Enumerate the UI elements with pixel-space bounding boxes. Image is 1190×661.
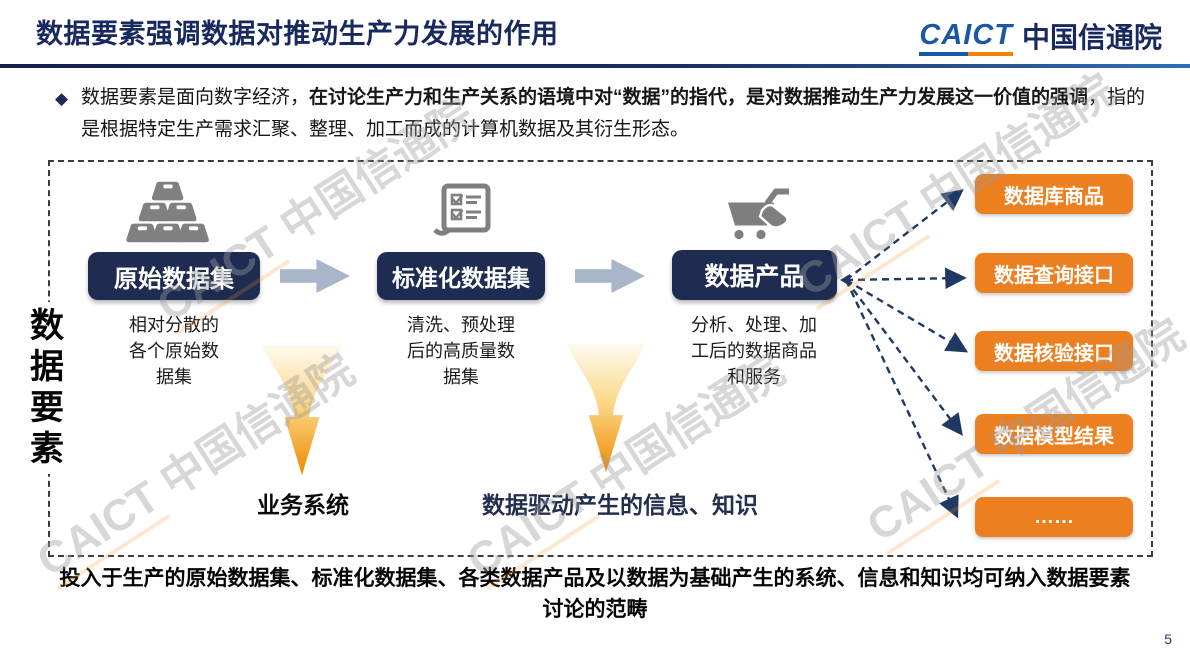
gold-ingots-icon [126, 181, 209, 243]
caict-logo: CAICT 中国信通院 [919, 16, 1162, 56]
stage-desc-standardized-dataset: 清洗、预处理后的高质量数据集 [407, 315, 515, 387]
caict-logo-cn-name: 中国信通院 [1021, 22, 1162, 53]
intro-tail: ，指的是根据特定生产需求汇聚、整理、加工而成的计算机数据及其衍生形态。 [81, 87, 1146, 140]
funnel-arrow-icon [261, 345, 343, 476]
intro-lead: 数据要素是面向数字经济， [81, 87, 310, 108]
page-number: 5 [1164, 631, 1172, 647]
output-box-model-result: 数据模型结果 [975, 414, 1133, 454]
output-box-more: …… [975, 497, 1133, 537]
funnel-arrow-icon [566, 344, 646, 473]
label-business-systems: 业务系统 [257, 492, 349, 518]
output-box-database-product: 数据库商品 [975, 174, 1133, 214]
dashed-fanout-arrows [840, 189, 969, 519]
diamond-bullet-icon: ◆ [55, 89, 69, 108]
label-data-driven-info: 数据驱动产生的信息、知识 [482, 492, 758, 518]
shopping-cart-icon [728, 188, 789, 240]
intro-text: 数据要素是面向数字经济，在讨论生产力和生产关系的语境中对“数据”的指代，是对数据… [55, 82, 1155, 146]
stage-box-standardized-dataset: 标准化数据集 [377, 252, 545, 300]
intro-paragraph: ◆ 数据要素是面向数字经济，在讨论生产力和生产关系的语境中对“数据”的指代，是对… [55, 82, 1155, 146]
side-label-data-elements: 数据要素 [26, 302, 68, 474]
page-title: 数据要素强调数据对推动生产力发展的作用 [36, 19, 559, 49]
output-box-query-api: 数据查询接口 [975, 253, 1133, 293]
output-box-verify-api: 数据核验接口 [975, 331, 1133, 371]
bottom-caption: 投入于生产的原始数据集、标准化数据集、各类数据产品及以数据为基础产生的系统、信息… [59, 567, 1131, 621]
stage-desc-data-product: 分析、处理、加工后的数据商品和服务 [691, 315, 817, 387]
caict-logo-wordmark: CAICT [919, 19, 1013, 56]
stage-box-data-product: 数据产品 [672, 250, 837, 300]
intro-emphasis: 在讨论生产力和生产关系的语境中对“数据”的指代，是对数据推动生产力发展这一价值的… [309, 87, 1089, 108]
title-divider [0, 64, 1190, 68]
caict-logo-underline [919, 52, 1013, 56]
stage-box-raw-dataset: 原始数据集 [88, 252, 260, 300]
stage-desc-raw-dataset: 相对分散的各个原始数据集 [129, 315, 219, 387]
checklist-icon [433, 183, 491, 236]
caict-logo-text: CAICT [919, 19, 1013, 51]
